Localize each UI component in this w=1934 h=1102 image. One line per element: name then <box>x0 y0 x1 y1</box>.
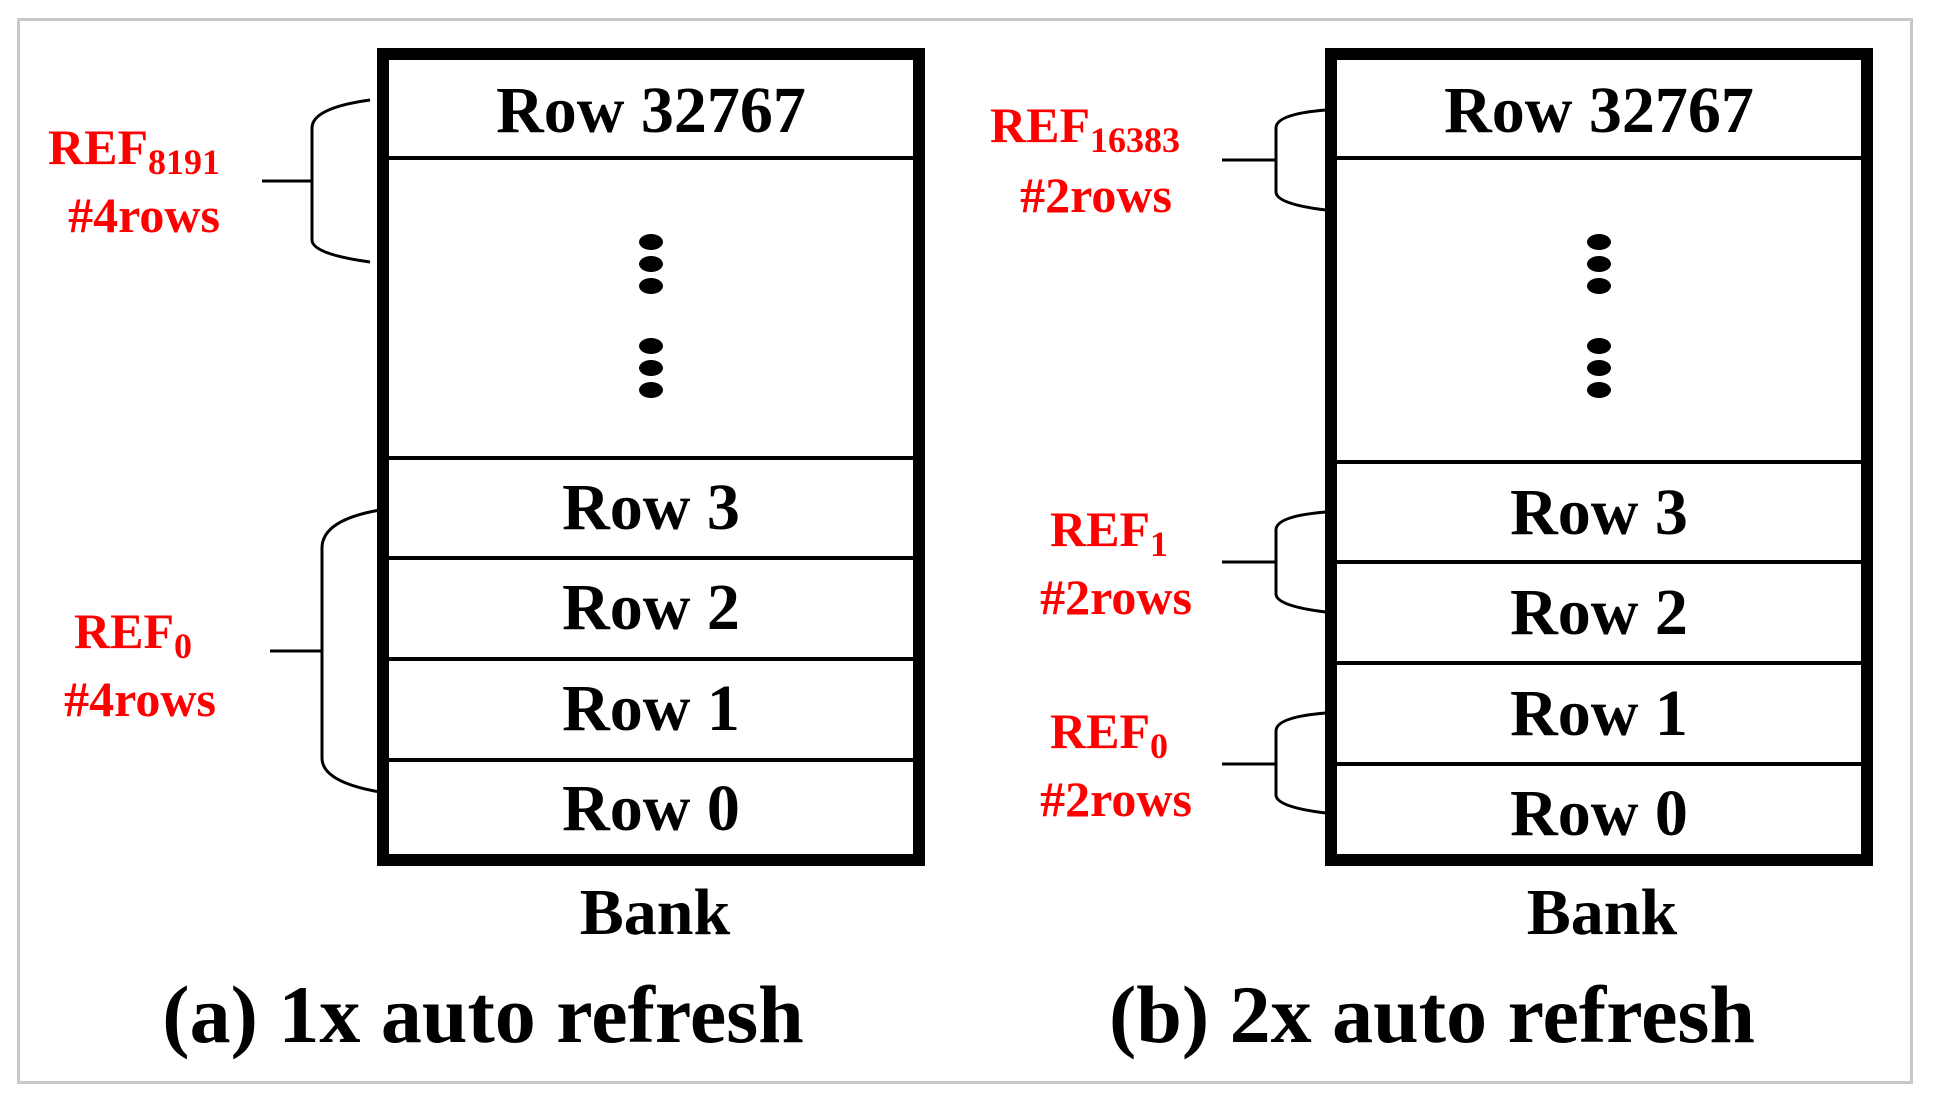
bank-b-row-1: Row 1 <box>1510 677 1688 750</box>
ref-a-bottom-count: #4rows <box>64 671 216 727</box>
caption-b: (b) 2x auto refresh <box>1109 969 1755 1060</box>
ref-a-top-count: #4rows <box>68 187 220 243</box>
bank-a-row-3: Row 3 <box>562 471 740 544</box>
ref-b-bottom-label: REF0 <box>1050 703 1168 766</box>
bank-b-label: Bank <box>1527 876 1678 949</box>
bank-a-ellipsis <box>639 234 663 398</box>
bank-b-box <box>1325 48 1873 866</box>
ref-b-mid-count: #2rows <box>1040 569 1192 625</box>
panel-a: Row 32767 Row 3 Row 2 Row 1 Row 0 REF819… <box>48 48 925 1060</box>
figure-frame <box>17 18 1913 1084</box>
caption-a: (a) 1x auto refresh <box>162 969 803 1060</box>
bank-b-row-top: Row 32767 <box>1444 74 1754 147</box>
brace-a-bottom <box>320 508 381 794</box>
ref-b-top-label: REF16383 <box>990 97 1180 160</box>
bank-b-row-3: Row 3 <box>1510 476 1688 549</box>
bank-a-row-1: Row 1 <box>562 672 740 745</box>
bank-a-label: Bank <box>580 876 731 949</box>
ref-b-bottom-count: #2rows <box>1040 771 1192 827</box>
brace-b-top <box>1274 108 1327 212</box>
brace-a-top <box>310 98 371 264</box>
ref-b-mid-label: REF1 <box>1050 501 1168 564</box>
bank-b-row-0: Row 0 <box>1510 777 1688 850</box>
bank-a-row-0: Row 0 <box>562 772 740 845</box>
ref-b-top-count: #2rows <box>1020 167 1172 223</box>
bank-a-row-2: Row 2 <box>562 571 740 644</box>
brace-b-bottom <box>1274 711 1327 815</box>
bank-a-row-top: Row 32767 <box>496 74 806 147</box>
ref-a-top-label: REF8191 <box>48 119 220 182</box>
brace-b-mid <box>1274 510 1327 614</box>
bank-b-row-2: Row 2 <box>1510 576 1688 649</box>
bank-b-ellipsis <box>1587 234 1611 398</box>
ref-a-bottom-label: REF0 <box>74 603 192 666</box>
panel-b: Row 32767 Row 3 Row 2 Row 1 Row 0 REF163… <box>990 48 1873 1060</box>
